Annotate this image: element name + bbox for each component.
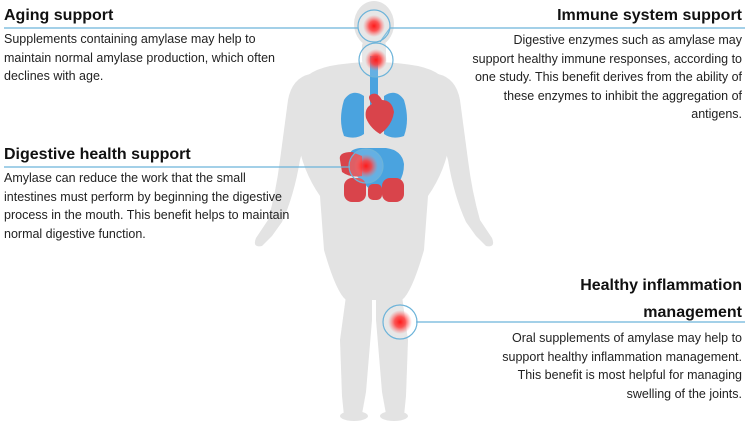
immune-support-block: Immune system support Digestive enzymes … [472, 6, 742, 124]
hotspot-knee [388, 310, 412, 334]
aging-support-desc: Supplements containing amylase may help … [4, 32, 275, 83]
inflammation-title: Healthy inflammation management [580, 277, 742, 321]
left-lung [341, 92, 364, 138]
inflammation-desc: Oral supplements of amylase may help to … [502, 331, 742, 401]
hotspot-head [363, 15, 385, 37]
immune-support-title: Immune system support [557, 7, 742, 24]
intestine [368, 184, 382, 200]
hotspot-throat [365, 49, 387, 71]
inflammation-block: Healthy inflammation management Oral sup… [482, 272, 742, 403]
immune-support-desc: Digestive enzymes such as amylase may su… [472, 33, 742, 121]
aging-support-block: Aging support Supplements containing amy… [4, 6, 294, 86]
connectors [4, 27, 745, 323]
digestive-support-block: Digestive health support Amylase can red… [4, 145, 294, 243]
digestive-support-title: Digestive health support [4, 146, 191, 163]
hotspot-stomach [354, 154, 378, 178]
heart [365, 93, 394, 134]
trachea [370, 56, 378, 106]
organs [339, 56, 407, 202]
aging-support-title: Aging support [4, 7, 114, 24]
kidney-left [344, 178, 366, 202]
digestive-support-desc: Amylase can reduce the work that the sma… [4, 171, 290, 241]
kidney-right [382, 178, 404, 202]
hotspots [354, 15, 412, 334]
